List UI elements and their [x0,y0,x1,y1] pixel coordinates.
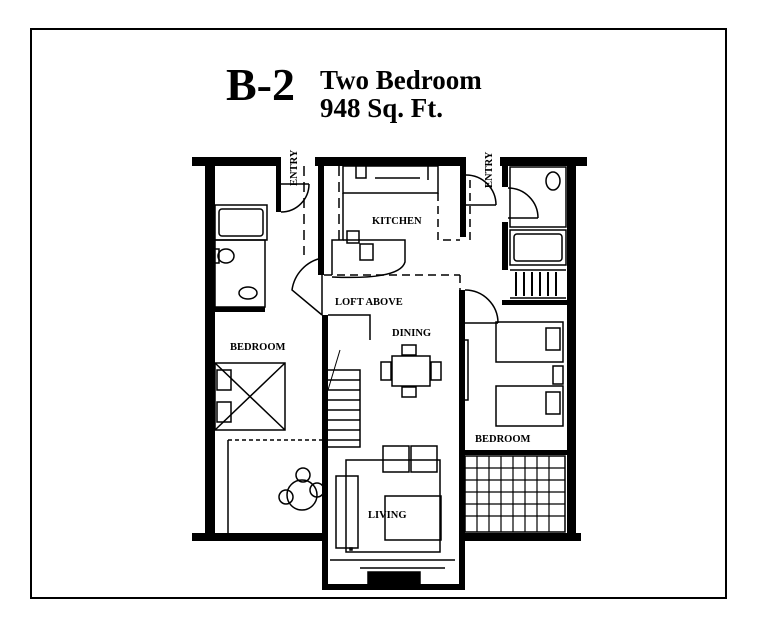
loft-label: LOFT ABOVE [335,297,403,308]
dining-label: DINING [392,328,431,339]
plan-frame [30,28,727,599]
kitchen-label: KITCHEN [372,216,422,227]
closet-slats [515,272,557,296]
interior-walls [205,157,572,535]
bedroom-left-label: BEDROOM [230,342,286,353]
detail-lines [212,165,567,585]
entry-right-label: ENTRY [484,151,495,188]
plan-type: Two Bedroom [320,65,482,95]
bedroom-right-label: BEDROOM [475,434,531,445]
living-label: LIVING [368,510,407,521]
patio-grid [465,456,565,532]
exterior-walls [192,157,587,590]
plan-code: B-2 [226,59,295,110]
entry-left-label: ENTRY [289,149,300,186]
plan-area: 948 Sq. Ft. [320,93,444,123]
